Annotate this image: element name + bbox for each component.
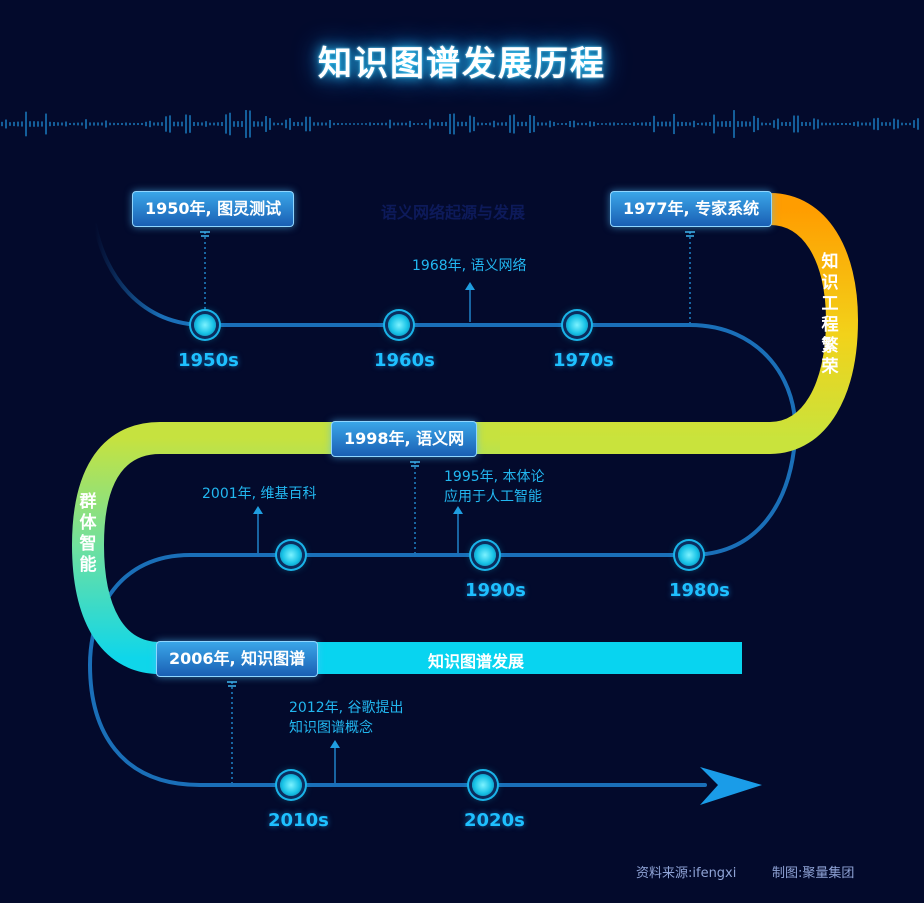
note-1995-line2: 应用于人工智能	[444, 489, 542, 505]
milestone-dot-2020s	[472, 774, 494, 796]
tag-1950-turing-test: 1950年, 图灵测试	[132, 191, 295, 227]
note-1995-line1: 1995年, 本体论	[444, 469, 545, 485]
milestone-dot-1990s	[474, 544, 496, 566]
connector-ticks	[200, 231, 695, 687]
waveform-decoration	[1, 110, 919, 138]
milestone-dot-1960s	[388, 314, 410, 336]
milestone-dot-1980s	[678, 544, 700, 566]
page-title: 知识图谱发展历程	[318, 44, 606, 84]
note-2012-line2: 知识图谱概念	[289, 720, 373, 736]
tag-1998-semantic-web: 1998年, 语义网	[331, 421, 478, 457]
note-1968: 1968年, 语义网络	[412, 258, 527, 274]
era-bands	[71, 193, 859, 674]
decade-1960s: 1960s	[374, 350, 435, 371]
milestone-dot-2000s	[280, 544, 302, 566]
timeline-line	[87, 223, 798, 787]
decade-2020s: 2020s	[464, 810, 525, 831]
decade-1980s: 1980s	[669, 580, 730, 601]
decade-1970s: 1970s	[553, 350, 614, 371]
band-label-semantic-network: 语义网络起源与发展	[381, 203, 526, 222]
decade-2010s: 2010s	[268, 810, 329, 831]
band-label-swarm-intelligence: 群体智能	[79, 492, 97, 575]
milestone-dot-1950s	[194, 314, 216, 336]
timeline-arrowhead	[700, 767, 762, 805]
connector-lines	[204, 232, 691, 783]
tag-2006-knowledge-graph: 2006年, 知识图谱	[156, 641, 319, 677]
band-label-kg-development: 知识图谱发展	[428, 652, 525, 671]
decade-1950s: 1950s	[178, 350, 239, 371]
milestone-dot-1970s	[566, 314, 588, 336]
decade-1990s: 1990s	[465, 580, 526, 601]
note-2001: 2001年, 维基百科	[202, 486, 317, 502]
tag-1977-expert-system: 1977年, 专家系统	[610, 191, 773, 227]
milestone-dot-2010s	[280, 774, 302, 796]
note-2012-line1: 2012年, 谷歌提出	[289, 700, 404, 716]
footer-producer: 制图:聚量集团	[772, 866, 855, 881]
connector-arrowheads	[253, 282, 475, 748]
footer-source: 资料来源:ifengxi	[636, 866, 737, 881]
band-label-knowledge-engineering: 知识工程繁荣	[821, 252, 839, 377]
kg-development-band	[320, 642, 742, 674]
